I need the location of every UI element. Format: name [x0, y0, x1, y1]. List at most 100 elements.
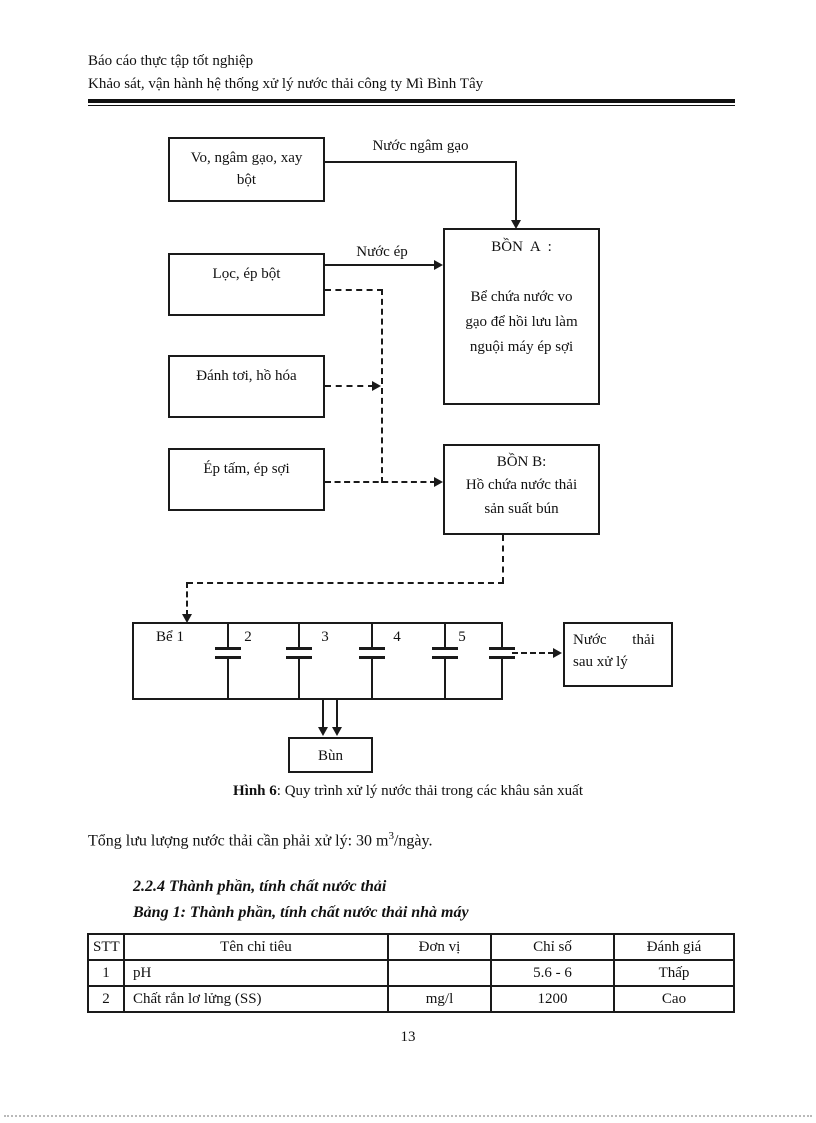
flow-rate-sentence: Tổng lưu lượng nước thải cần phải xử lý:… — [88, 830, 432, 850]
weir-plate — [432, 656, 458, 659]
tank-label-1: Bể 1 — [156, 629, 184, 645]
tank-divider — [298, 622, 300, 647]
tank-label-4: 4 — [393, 629, 401, 645]
arrowhead-down-icon — [182, 614, 192, 623]
tank-divider — [371, 622, 373, 647]
dashed-connector — [325, 289, 383, 291]
arrowhead-right-icon — [434, 477, 443, 487]
weir-plate — [215, 656, 241, 659]
col-header-don-vi: Đơn vị — [387, 933, 492, 961]
table-row: 1 pH 5.6 - 6 Thấp — [87, 959, 735, 987]
box-text: bột — [236, 172, 257, 188]
weir-plate — [359, 647, 385, 650]
bon-b-text: sản suất bún — [484, 501, 559, 517]
col-header-chi-so: Chỉ số — [490, 933, 615, 961]
cell-chi-so: 1200 — [490, 985, 615, 1013]
tank-divider — [227, 622, 229, 647]
tank-label-5: 5 — [458, 629, 466, 645]
connector-line — [336, 700, 338, 728]
dashed-connector — [325, 481, 436, 483]
arrowhead-down-icon — [511, 220, 521, 229]
header-line-1: Báo cáo thực tập tốt nghiệp — [88, 53, 254, 69]
page-number: 13 — [400, 1029, 416, 1045]
table-row: 2 Chất rắn lơ lửng (SS) mg/l 1200 Cao — [87, 985, 735, 1013]
box-text: Lọc, ép bột — [212, 266, 281, 282]
bon-a-text: Bể chứa nước vo — [470, 289, 573, 305]
col-header-stt: STT — [87, 933, 125, 961]
tank-divider — [298, 659, 300, 700]
tank-divider — [227, 659, 229, 700]
tank-divider — [444, 659, 446, 700]
dashed-connector — [512, 652, 554, 654]
flow-rate-text: Tổng lưu lượng nước thải cần phải xử lý:… — [88, 832, 389, 850]
figure-caption-number: Hình 6 — [233, 783, 277, 799]
cell-chi-so: 5.6 - 6 — [490, 959, 615, 987]
tank-label-3: 3 — [321, 629, 329, 645]
cell-danh-gia: Cao — [613, 985, 735, 1013]
header-line-2: Khảo sát, vận hành hệ thống xử lý nước t… — [88, 76, 484, 92]
bottom-dotted-rule — [4, 1115, 812, 1117]
arrowhead-right-icon — [372, 381, 381, 391]
weir-plate — [489, 647, 515, 650]
box-text: Đánh tơi, hồ hóa — [196, 368, 297, 384]
cell-stt: 2 — [87, 985, 125, 1013]
output-box-nuoc-thai: Nước thải sau xử lý — [563, 622, 673, 687]
weir-plate — [286, 647, 312, 650]
arrowhead-right-icon — [553, 648, 562, 658]
arrowhead-down-icon — [332, 727, 342, 736]
header-rule — [88, 99, 735, 106]
bon-b-text: Hồ chứa nước thải — [465, 477, 578, 493]
tank-divider — [371, 659, 373, 700]
bon-a-title: BỒN A : — [491, 239, 552, 255]
figure-caption-text: : Quy trình xử lý nước thải trong các kh… — [276, 783, 583, 799]
dashed-connector — [381, 289, 383, 483]
tank-label-2: 2 — [244, 629, 252, 645]
tank-box-bon-a: BỒN A : Bể chứa nước vo gạo để hồi lưu l… — [443, 228, 600, 405]
box-text: Nước thải — [573, 632, 655, 648]
weir-plate — [489, 656, 515, 659]
col-header-ten-chi-tieu: Tên chỉ tiêu — [123, 933, 389, 961]
output-box-bun: Bùn — [288, 737, 373, 773]
dashed-connector — [502, 535, 504, 583]
col-header-danh-gia: Đánh giá — [613, 933, 735, 961]
dashed-connector — [186, 582, 188, 616]
box-text: Bùn — [317, 748, 343, 764]
connector-line — [322, 700, 324, 728]
weir-plate — [359, 656, 385, 659]
tank-divider — [444, 622, 446, 647]
tank-box-bon-b: BỒN B: Hồ chứa nước thải sản suất bún — [443, 444, 600, 535]
bon-a-text: gạo để hồi lưu làm — [465, 314, 578, 330]
table-header-row: STT Tên chỉ tiêu Đơn vị Chỉ số Đánh giá — [87, 933, 735, 961]
cell-stt: 1 — [87, 959, 125, 987]
tank-wall-gap — [500, 649, 505, 657]
process-box-vo-ngam-gao: Vo, ngâm gạo, xay bột — [168, 137, 325, 202]
connector-line — [515, 161, 517, 221]
cell-danh-gia: Thấp — [613, 959, 735, 987]
process-box-loc-ep-bot: Lọc, ép bột — [168, 253, 325, 316]
cell-ten-chi-tieu: Chất rắn lơ lửng (SS) — [123, 985, 389, 1013]
cell-don-vi — [387, 959, 492, 987]
process-box-danh-toi: Đánh tơi, hồ hóa — [168, 355, 325, 418]
figure-caption: Hình 6: Quy trình xử lý nước thải trong … — [0, 783, 816, 800]
arrowhead-down-icon — [318, 727, 328, 736]
parameters-table: STT Tên chỉ tiêu Đơn vị Chỉ số Đánh giá … — [87, 933, 735, 1013]
table-title: Bảng 1: Thành phần, tính chất nước thải … — [133, 904, 469, 921]
arrowhead-right-icon — [434, 260, 443, 270]
dashed-connector — [187, 582, 504, 584]
cell-ten-chi-tieu: pH — [123, 959, 389, 987]
cell-don-vi: mg/l — [387, 985, 492, 1013]
bon-a-text: nguội máy ép sợi — [469, 339, 574, 355]
weir-plate — [286, 656, 312, 659]
flow-rate-superscript: 3 — [388, 830, 394, 842]
treatment-tank-train — [132, 622, 503, 700]
flow-rate-unit: /ngày. — [393, 832, 433, 850]
arrow-label-nuoc-ngam-gao: Nước ngâm gạo — [372, 138, 469, 154]
weir-plate — [432, 647, 458, 650]
process-box-ep-tam: Ép tấm, ép sợi — [168, 448, 325, 511]
box-text: Ép tấm, ép sợi — [203, 461, 290, 477]
arrow-label-nuoc-ep: Nước ép — [356, 244, 408, 260]
dashed-connector — [325, 385, 374, 387]
connector-line — [325, 161, 517, 163]
section-heading: 2.2.4 Thành phần, tính chất nước thải — [133, 878, 387, 895]
